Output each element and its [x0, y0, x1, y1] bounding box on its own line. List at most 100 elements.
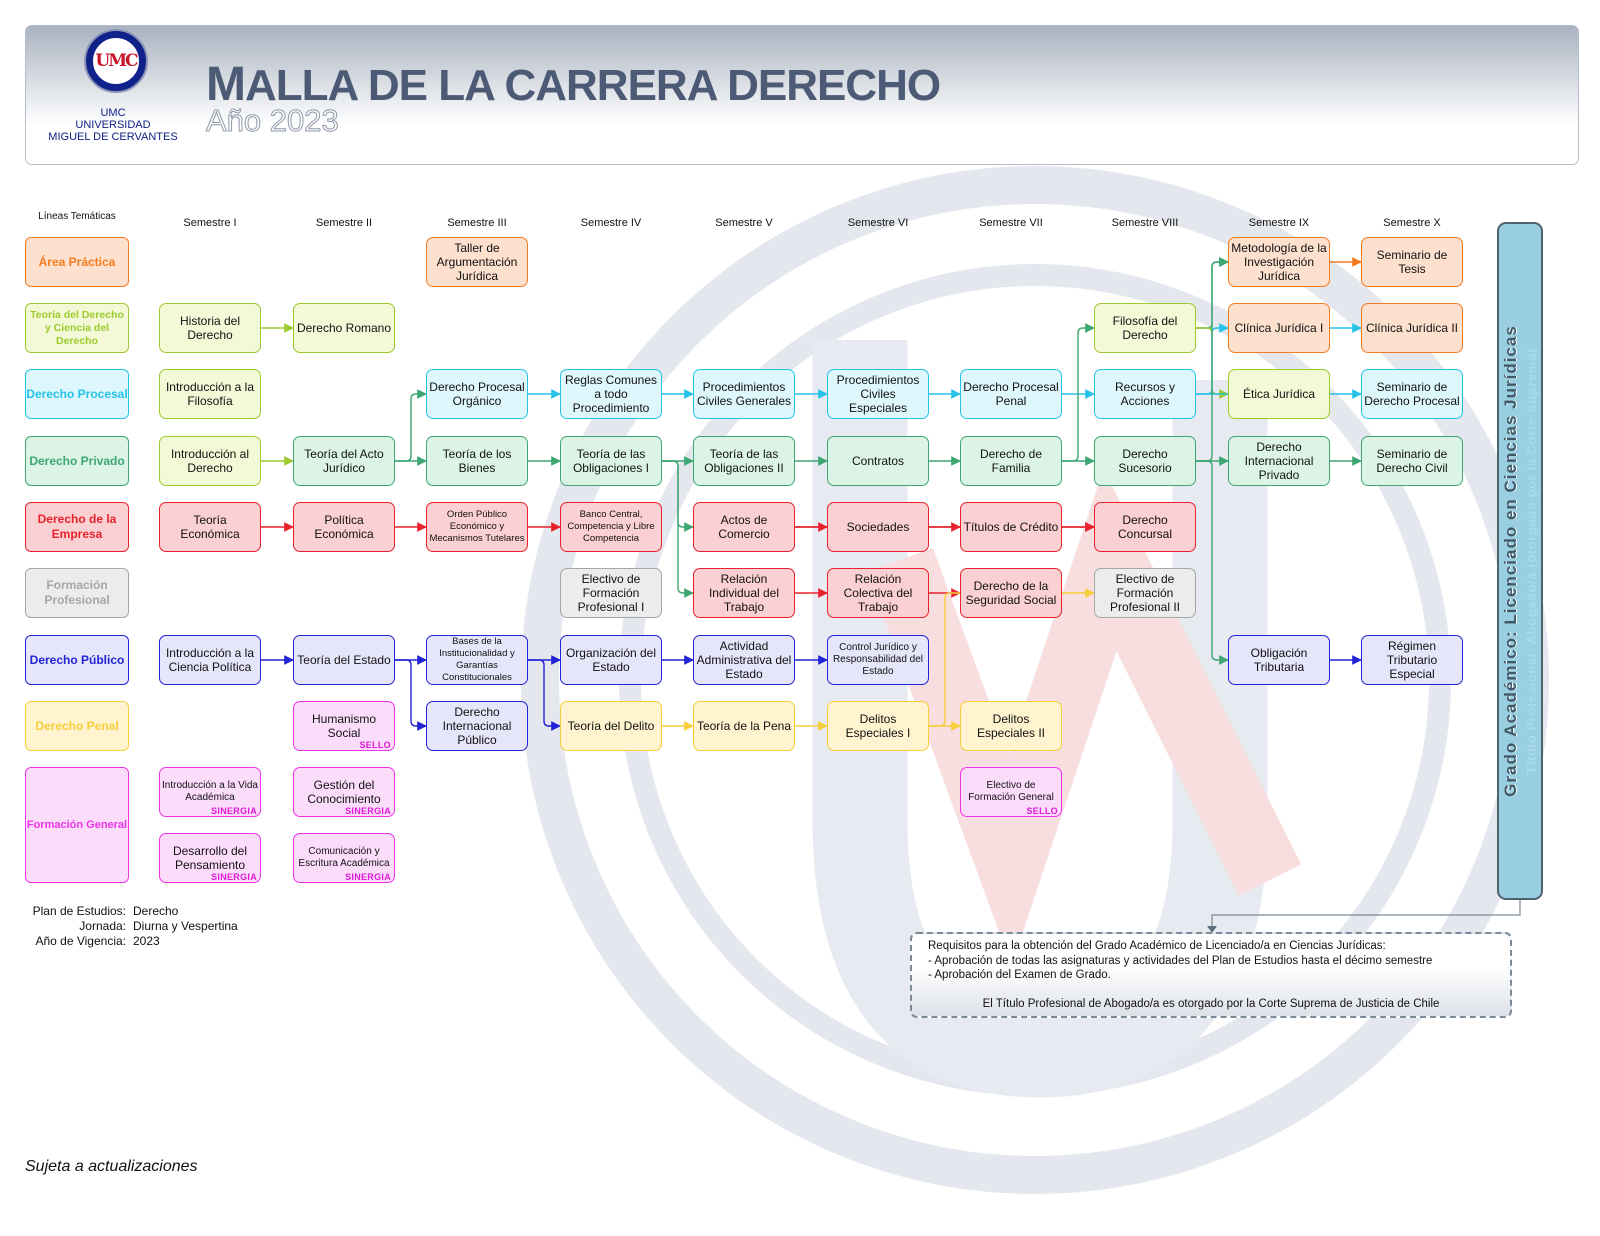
requisito-item: - Aprobación de todas las asignaturas y …: [928, 954, 1433, 967]
course-roma[interactable]: Derecho Romano: [293, 303, 395, 353]
category-pa: Área Práctica: [25, 237, 129, 287]
course-bienes[interactable]: Teoría de los Bienes: [426, 436, 528, 486]
course-teoeco[interactable]: Teoría Económica: [159, 502, 261, 552]
course-hist[interactable]: Historia del Derecho: [159, 303, 261, 353]
course-label: Régimen Tributario Especial: [1386, 639, 1438, 681]
arrow-bases-delito: [528, 659, 561, 731]
course-tesis[interactable]: Seminario de Tesis: [1361, 237, 1463, 287]
course-intcp[interactable]: Introducción a la Ciencia Política: [159, 635, 261, 685]
course-label: Banco Central, Competencia y Libre Compe…: [567, 509, 655, 544]
page-title: Malla de la Carrera Derecho: [206, 58, 941, 111]
course-label: Procedimientos Civiles Generales: [696, 380, 792, 408]
course-dpp[interactable]: Derecho Procesal Penal: [960, 369, 1062, 419]
category-pen: Derecho Penal: [25, 701, 129, 751]
course-pena[interactable]: Teoría de la Pena: [693, 701, 795, 751]
course-acto[interactable]: Teoría del Acto Jurídico: [293, 436, 395, 486]
course-familia[interactable]: Derecho de Familia: [960, 436, 1062, 486]
course-clin1[interactable]: Clínica Jurídica I: [1228, 303, 1330, 353]
course-actadm[interactable]: Actividad Administrativa del Estado: [693, 635, 795, 685]
course-etica[interactable]: Ética Jurídica: [1228, 369, 1330, 419]
course-orden[interactable]: Orden Público Económico y Mecanismos Tut…: [426, 502, 528, 552]
semester-heading: Semestre X: [1383, 217, 1441, 229]
course-bases[interactable]: Bases de la Institucionalidad y Garantía…: [426, 635, 528, 685]
course-label: Organización del Estado: [565, 646, 657, 674]
course-recursos[interactable]: Recursos y Acciones: [1094, 369, 1196, 419]
course-de1[interactable]: Delitos Especiales I: [827, 701, 929, 751]
lineas-tematicas-heading: Líneas Temáticas: [38, 211, 116, 222]
semester-heading: Semestre VII: [979, 217, 1043, 229]
course-label: Clínica Jurídica I: [1234, 321, 1324, 335]
course-banco[interactable]: Banco Central, Competencia y Libre Compe…: [560, 502, 662, 552]
course-titulos[interactable]: Títulos de Crédito: [960, 502, 1062, 552]
course-taller[interactable]: Taller de Argumentación Jurídica: [426, 237, 528, 287]
course-contratos[interactable]: Contratos: [827, 436, 929, 486]
connector-arrowhead: [1207, 926, 1217, 933]
course-label: Gestión del Conocimiento: [307, 778, 381, 806]
course-pce[interactable]: Procedimientos Civiles Especiales: [827, 369, 929, 419]
course-label: Filosofía del Derecho: [1112, 314, 1178, 342]
category-pri: Derecho Privado: [25, 436, 129, 486]
course-label: Electivo de Formación Profesional I: [577, 572, 645, 614]
category-teo: Teoría del Derecho y Ciencia del Derecho: [25, 303, 129, 353]
course-obtrib[interactable]: Obligación Tributaria: [1228, 635, 1330, 685]
course-de2[interactable]: Delitos Especiales II: [960, 701, 1062, 751]
course-intfil[interactable]: Introducción a la Filosofía: [159, 369, 261, 419]
course-label: Teoría de las Obligaciones I: [572, 447, 650, 475]
course-label: Títulos de Crédito: [963, 520, 1059, 534]
course-actos[interactable]: Actos de Comercio: [693, 502, 795, 552]
course-soc[interactable]: Sociedades: [827, 502, 929, 552]
course-dip[interactable]: Derecho Internacional Privado: [1228, 436, 1330, 486]
course-efp2[interactable]: Electivo de Formación Profesional II: [1094, 568, 1196, 618]
course-efp1[interactable]: Electivo de Formación Profesional I: [560, 568, 662, 618]
semester-heading: Semestre IV: [580, 217, 642, 229]
course-reglas[interactable]: Reglas Comunes a todo Procedimiento: [560, 369, 662, 419]
course-dpo[interactable]: Derecho Procesal Orgánico: [426, 369, 528, 419]
logo-caption: UMC UNIVERSIDAD MIGUEL DE CERVANTES: [48, 107, 178, 143]
titulo-profesional: Título Profesional: Abogado/a (otorgado …: [1524, 348, 1539, 774]
course-delito[interactable]: Teoría del Delito: [560, 701, 662, 751]
course-rit[interactable]: Relación Individual del Trabajo: [693, 568, 795, 618]
course-label: Teoría de las Obligaciones II: [704, 447, 784, 475]
course-semproc[interactable]: Seminario de Derecho Procesal: [1361, 369, 1463, 419]
course-tag: SINERGIA: [345, 806, 391, 816]
course-concursal[interactable]: Derecho Concursal: [1094, 502, 1196, 552]
course-oblig2[interactable]: Teoría de las Obligaciones II: [693, 436, 795, 486]
course-clin2[interactable]: Clínica Jurídica II: [1361, 303, 1463, 353]
course-label: Control Jurídico y Responsabilidad del E…: [832, 642, 924, 677]
arrow-oblig1-rit: [662, 460, 694, 598]
course-label: Orden Público Económico y Mecanismos Tut…: [429, 509, 525, 544]
arrow-sucesorio-obtrib: [1196, 460, 1229, 665]
arrow-sucesorio-metod: [1196, 257, 1229, 462]
course-regtrib[interactable]: Régimen Tributario Especial: [1361, 635, 1463, 685]
course-label: Sociedades: [846, 520, 910, 534]
course-orgest[interactable]: Organización del Estado: [560, 635, 662, 685]
course-oblig1[interactable]: Teoría de las Obligaciones I: [560, 436, 662, 486]
course-intder[interactable]: Introducción al Derecho: [159, 436, 261, 486]
course-metod[interactable]: Metodología de la Investigación Jurídica: [1228, 237, 1330, 287]
arrow-estado-dipub: [395, 659, 427, 731]
course-dipub[interactable]: Derecho Internacional Público: [426, 701, 528, 751]
arrow-acto-dpo: [395, 389, 427, 462]
course-poleco[interactable]: Política Económica: [293, 502, 395, 552]
course-semcivil[interactable]: Seminario de Derecho Civil: [1361, 436, 1463, 486]
course-label: Seminario de Derecho Civil: [1376, 447, 1448, 475]
course-segsoc[interactable]: Derecho de la Seguridad Social: [960, 568, 1062, 618]
course-control[interactable]: Control Jurídico y Responsabilidad del E…: [827, 635, 929, 685]
course-label: Teoría Económica: [180, 513, 240, 541]
course-rct[interactable]: Relación Colectiva del Trabajo: [827, 568, 929, 618]
course-pcg[interactable]: Procedimientos Civiles Generales: [693, 369, 795, 419]
course-sucesorio[interactable]: Derecho Sucesorio: [1094, 436, 1196, 486]
course-label: Política Económica: [314, 513, 374, 541]
arrow-familia-filo: [1062, 323, 1095, 462]
course-filo[interactable]: Filosofía del Derecho: [1094, 303, 1196, 353]
course-tag: SINERGIA: [345, 872, 391, 882]
course-estado[interactable]: Teoría del Estado: [293, 635, 395, 685]
semester-heading: Semestre III: [447, 217, 507, 229]
category-fp: Formación Profesional: [25, 568, 129, 618]
